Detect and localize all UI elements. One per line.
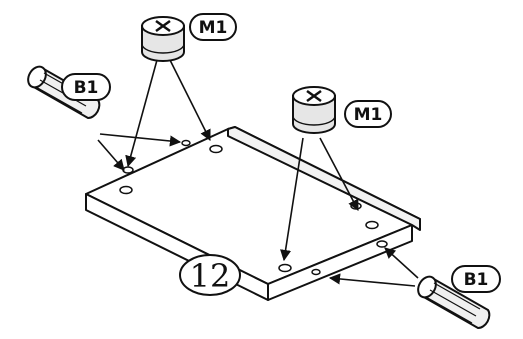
hole-top-mid [181,139,191,147]
callout-label: B1 [74,78,99,98]
callout-m1-top-right: M1 [344,100,392,128]
panel-right-edge [267,224,413,301]
hole-right-2 [365,220,379,230]
hole-top-left-1 [119,185,133,195]
hole-right-edge [376,240,388,248]
callout-b1-right: B1 [451,265,501,293]
panel-part-12 [85,126,421,301]
part-number: 12 [190,257,231,295]
part-number-badge: 12 [179,254,241,296]
cam-lock-top-left [141,16,185,62]
hole-front-2 [311,268,321,276]
dowel-right [417,275,491,330]
callout-label: M1 [199,18,228,38]
callout-m1-top-left: M1 [189,13,237,41]
callout-b1-left: B1 [61,73,111,101]
hole-front-1 [278,263,292,273]
arrows [97,59,419,287]
cam-lock-top-right [292,86,336,134]
callout-label: M1 [354,105,383,125]
hole-left-side [122,166,134,174]
callout-label: B1 [464,270,489,290]
hole-top-left-2 [209,144,223,154]
